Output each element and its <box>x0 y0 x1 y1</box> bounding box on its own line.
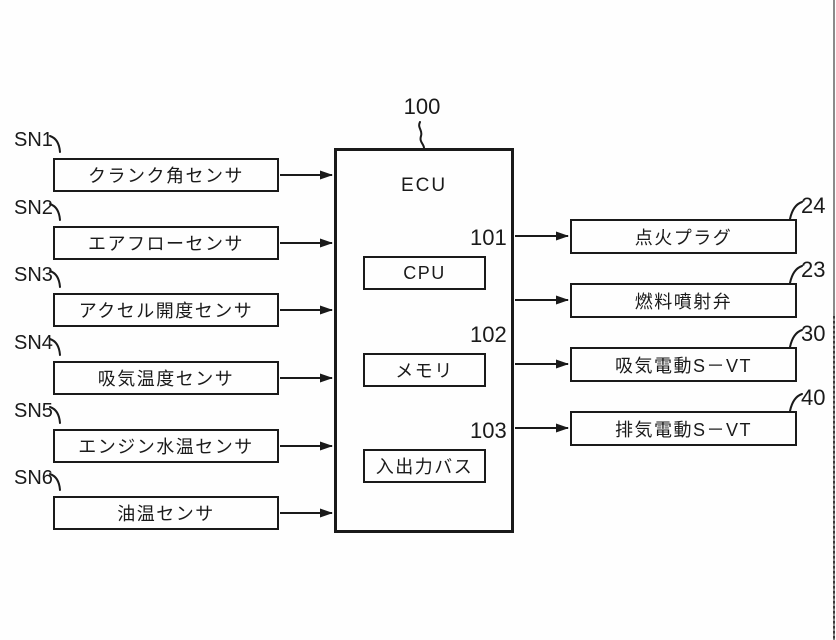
actuator-ref-30: 30 <box>801 321 826 346</box>
sensor-label: アクセル開度センサ <box>78 301 254 321</box>
leader-100 <box>418 121 425 149</box>
sensor-ref-sn1: SN1 <box>14 129 53 151</box>
sensor-label: 吸気温度センサ <box>97 369 235 389</box>
actuator-block-spark-plug: 点火プラグ <box>570 219 797 254</box>
actuator-label: 燃料噴射弁 <box>634 291 733 312</box>
actuator-ref-23: 23 <box>801 257 826 282</box>
leader-24 <box>789 201 803 220</box>
io-bus-block: 入出力バス <box>363 449 486 483</box>
leader-40 <box>789 393 803 412</box>
actuator-ref-24: 24 <box>801 193 826 218</box>
sensor-block-accel-position: アクセル開度センサ <box>53 293 279 327</box>
sensor-block-oil-temp: 油温センサ <box>53 496 279 530</box>
sensor-label: エアフローセンサ <box>88 234 244 254</box>
actuator-ref-40: 40 <box>801 385 826 410</box>
io-bus-ref-number: 103 <box>470 418 507 443</box>
actuator-label: 吸気電動S－VT <box>614 355 752 376</box>
sensor-label: エンジン水温センサ <box>78 437 254 457</box>
sensor-label: 油温センサ <box>117 504 215 524</box>
memory-label: メモリ <box>395 361 454 381</box>
leader-sn1 <box>49 135 61 153</box>
leader-sn3 <box>49 270 61 288</box>
cpu-ref-number: 101 <box>470 225 507 250</box>
sensor-block-airflow: エアフローセンサ <box>53 226 279 260</box>
leader-30 <box>789 329 803 348</box>
memory-block: メモリ <box>363 353 486 387</box>
leader-sn4 <box>49 338 61 356</box>
sensor-block-water-temp: エンジン水温センサ <box>53 429 279 463</box>
sensor-ref-sn3: SN3 <box>14 264 53 286</box>
sensor-block-crank-angle: クランク角センサ <box>53 158 279 192</box>
ecu-ref-number: 100 <box>403 94 441 119</box>
leader-sn6 <box>49 473 61 491</box>
sensor-ref-sn4: SN4 <box>14 332 53 354</box>
sensor-label: クランク角センサ <box>88 166 244 186</box>
cpu-label: CPU <box>403 262 446 283</box>
leader-sn5 <box>49 406 61 424</box>
cpu-block: CPU <box>363 256 486 290</box>
ecu-title: ECU <box>400 175 448 196</box>
actuator-block-fuel-injector: 燃料噴射弁 <box>570 283 797 318</box>
sensor-ref-sn2: SN2 <box>14 197 53 219</box>
io-bus-label: 入出力バス <box>375 457 474 477</box>
memory-ref-number: 102 <box>470 322 507 347</box>
leader-23 <box>789 265 803 284</box>
actuator-block-exhaust-svt: 排気電動S－VT <box>570 411 797 446</box>
sensor-ref-sn6: SN6 <box>14 467 53 489</box>
actuator-label: 排気電動S－VT <box>614 419 752 440</box>
sensor-block-intake-temp: 吸気温度センサ <box>53 361 279 395</box>
actuator-label: 点火プラグ <box>634 227 733 248</box>
sensor-ref-sn5: SN5 <box>14 400 53 422</box>
leader-sn2 <box>49 203 61 221</box>
actuator-block-intake-svt: 吸気電動S－VT <box>570 347 797 382</box>
